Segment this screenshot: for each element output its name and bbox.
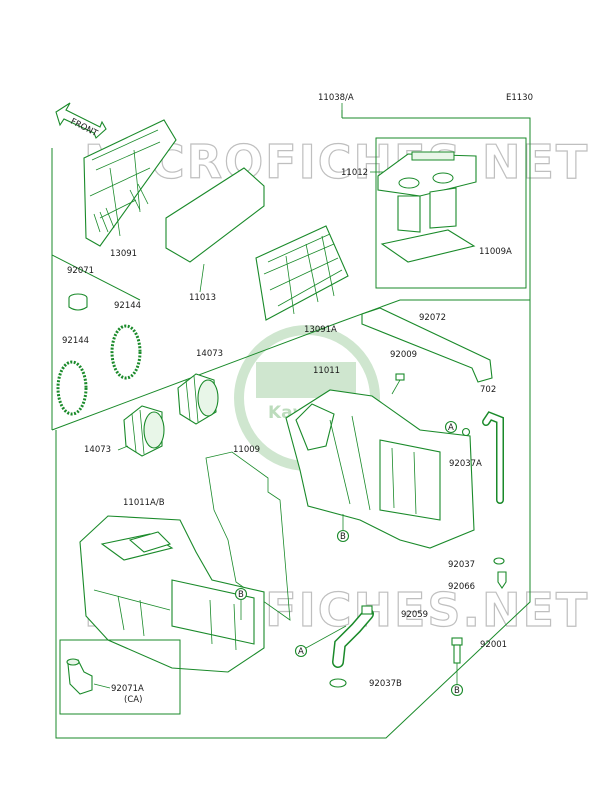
elbow-92071A <box>66 658 93 695</box>
grommet-92071 <box>68 293 88 311</box>
clip-92037 <box>493 557 505 565</box>
svg-text:A: A <box>298 647 304 657</box>
plug-92066 <box>497 571 507 589</box>
part-92144-b: 92144 <box>62 336 89 346</box>
part-11009A: 11009A <box>479 247 512 257</box>
part-92037A: 92037A <box>449 459 482 469</box>
cap-14073-b <box>123 405 165 457</box>
ring-92144-a <box>110 324 142 380</box>
part-11013: 11013 <box>189 293 216 303</box>
part-14073-a: 14073 <box>196 349 223 359</box>
seal-11009A <box>380 229 476 263</box>
part-92071A-sub: (CA) <box>124 695 142 705</box>
inset-11012 <box>375 137 527 289</box>
cover-11012 <box>377 151 477 233</box>
diagram-code: E1130 <box>506 93 533 103</box>
part-11038A: 11038/A <box>318 93 354 103</box>
screw-92009 <box>391 373 405 395</box>
clamp-92037B <box>329 678 347 688</box>
part-11009: 11009 <box>233 445 260 455</box>
part-11011: 11011 <box>313 366 340 376</box>
callout-a2: A <box>294 644 308 658</box>
part-13091: 13091 <box>110 249 137 259</box>
callout-a1: A <box>444 420 458 434</box>
part-11011AB: 11011A/B <box>123 498 165 508</box>
part-92037B: 92037B <box>369 679 402 689</box>
filter-element-13091A <box>255 225 349 321</box>
part-92066: 92066 <box>448 582 475 592</box>
bracket-92072 <box>361 307 493 383</box>
part-92071: 92071 <box>67 266 94 276</box>
part-92009: 92009 <box>390 350 417 360</box>
part-92071A: 92071A <box>111 684 144 694</box>
part-92144-a: 92144 <box>114 301 141 311</box>
part-92037: 92037 <box>448 560 475 570</box>
svg-text:B: B <box>340 532 346 542</box>
part-14073-b: 14073 <box>84 445 111 455</box>
part-11012: 11012 <box>341 168 368 178</box>
part-92059: 92059 <box>401 610 428 620</box>
svg-text:A: A <box>448 423 454 433</box>
ring-92144-b <box>56 360 88 416</box>
part-92001: 92001 <box>480 640 507 650</box>
clamp-92037A <box>461 427 471 437</box>
callout-b1: B <box>336 529 350 543</box>
callout-b2: B <box>234 587 248 601</box>
part-13091A: 13091A <box>304 325 337 335</box>
bolt-92001 <box>451 637 463 664</box>
part-92072: 92072 <box>419 313 446 323</box>
filter-element-13091 <box>83 119 177 247</box>
svg-text:B: B <box>238 590 244 600</box>
element-frame <box>51 148 141 430</box>
case-11011 <box>285 389 475 549</box>
foam-11013 <box>165 167 265 263</box>
cap-14073-a <box>177 373 219 425</box>
seal-11009 <box>205 451 291 621</box>
part-702: 702 <box>480 385 496 395</box>
housing-11011AB <box>79 515 265 673</box>
svg-text:B: B <box>454 686 460 696</box>
callout-b3: B <box>450 683 464 697</box>
front-arrow-icon: FRONT <box>55 102 107 139</box>
inset-92071A <box>59 639 181 715</box>
